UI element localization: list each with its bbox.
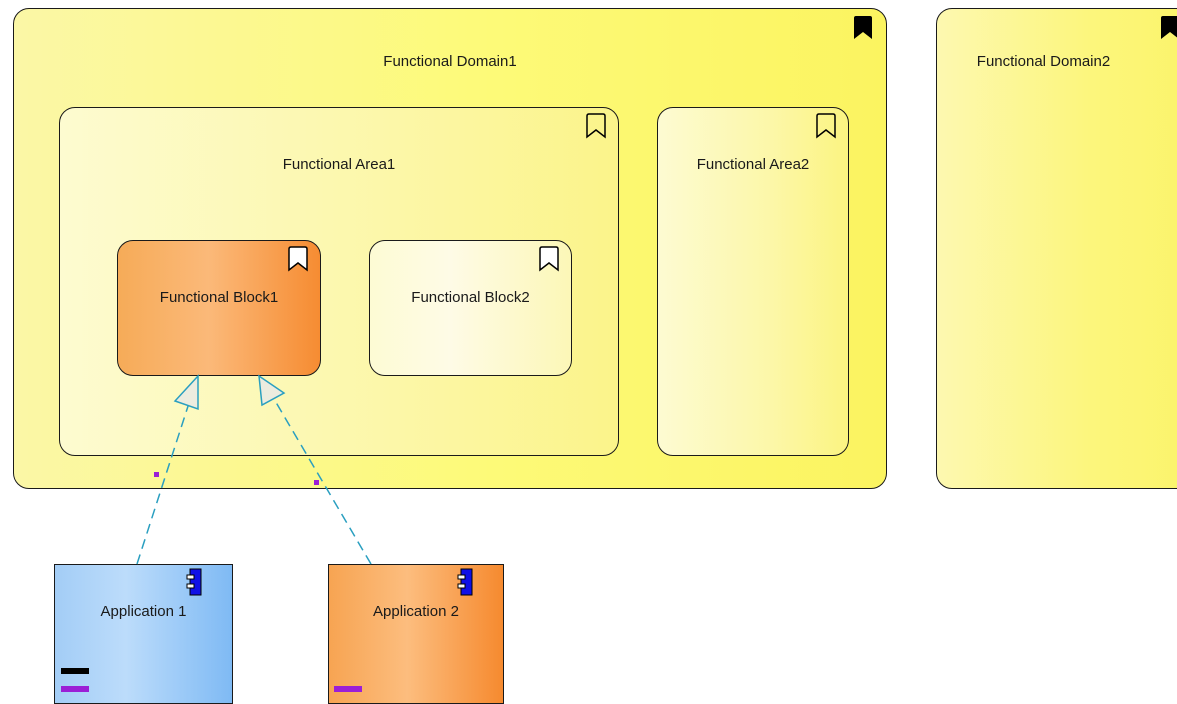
status-bar-black [61, 668, 89, 674]
connector-app2-to-block2[interactable] [258, 374, 372, 565]
functional-domain1-label: Functional Domain1 [383, 53, 517, 70]
connector-app1-to-block1[interactable] [136, 374, 199, 565]
component-icon [457, 568, 473, 596]
bookmark-outline-icon [816, 113, 836, 139]
bookmark-outline-icon [539, 246, 559, 272]
functional-block1-label: Functional Block1 [159, 289, 279, 306]
status-bar-purple [61, 686, 89, 692]
bookmark-outline-icon [288, 246, 308, 272]
bookmark-filled-icon [1161, 16, 1177, 39]
connector-marker [314, 480, 319, 485]
functional-area2[interactable]: Functional Area2 [657, 107, 849, 456]
application1-label: Application 1 [100, 603, 187, 620]
bookmark-outline-icon [586, 113, 606, 139]
functional-area1-label: Functional Area1 [282, 156, 396, 173]
component-icon [186, 568, 202, 596]
functional-block2-label: Functional Block2 [411, 289, 530, 306]
connector-marker [154, 472, 159, 477]
functional-area2-label: Functional Area2 [696, 156, 810, 173]
functional-block2[interactable]: Functional Block2 [369, 240, 572, 376]
functional-domain2[interactable]: Functional Domain2 [936, 8, 1177, 489]
application2[interactable]: Application 2 [328, 564, 504, 704]
status-bar-purple [334, 686, 362, 692]
functional-block1[interactable]: Functional Block1 [117, 240, 321, 376]
application2-label: Application 2 [373, 603, 459, 620]
bookmark-filled-icon [854, 16, 872, 39]
application1[interactable]: Application 1 [54, 564, 233, 704]
functional-domain2-label: Functional Domain2 [976, 53, 1111, 70]
